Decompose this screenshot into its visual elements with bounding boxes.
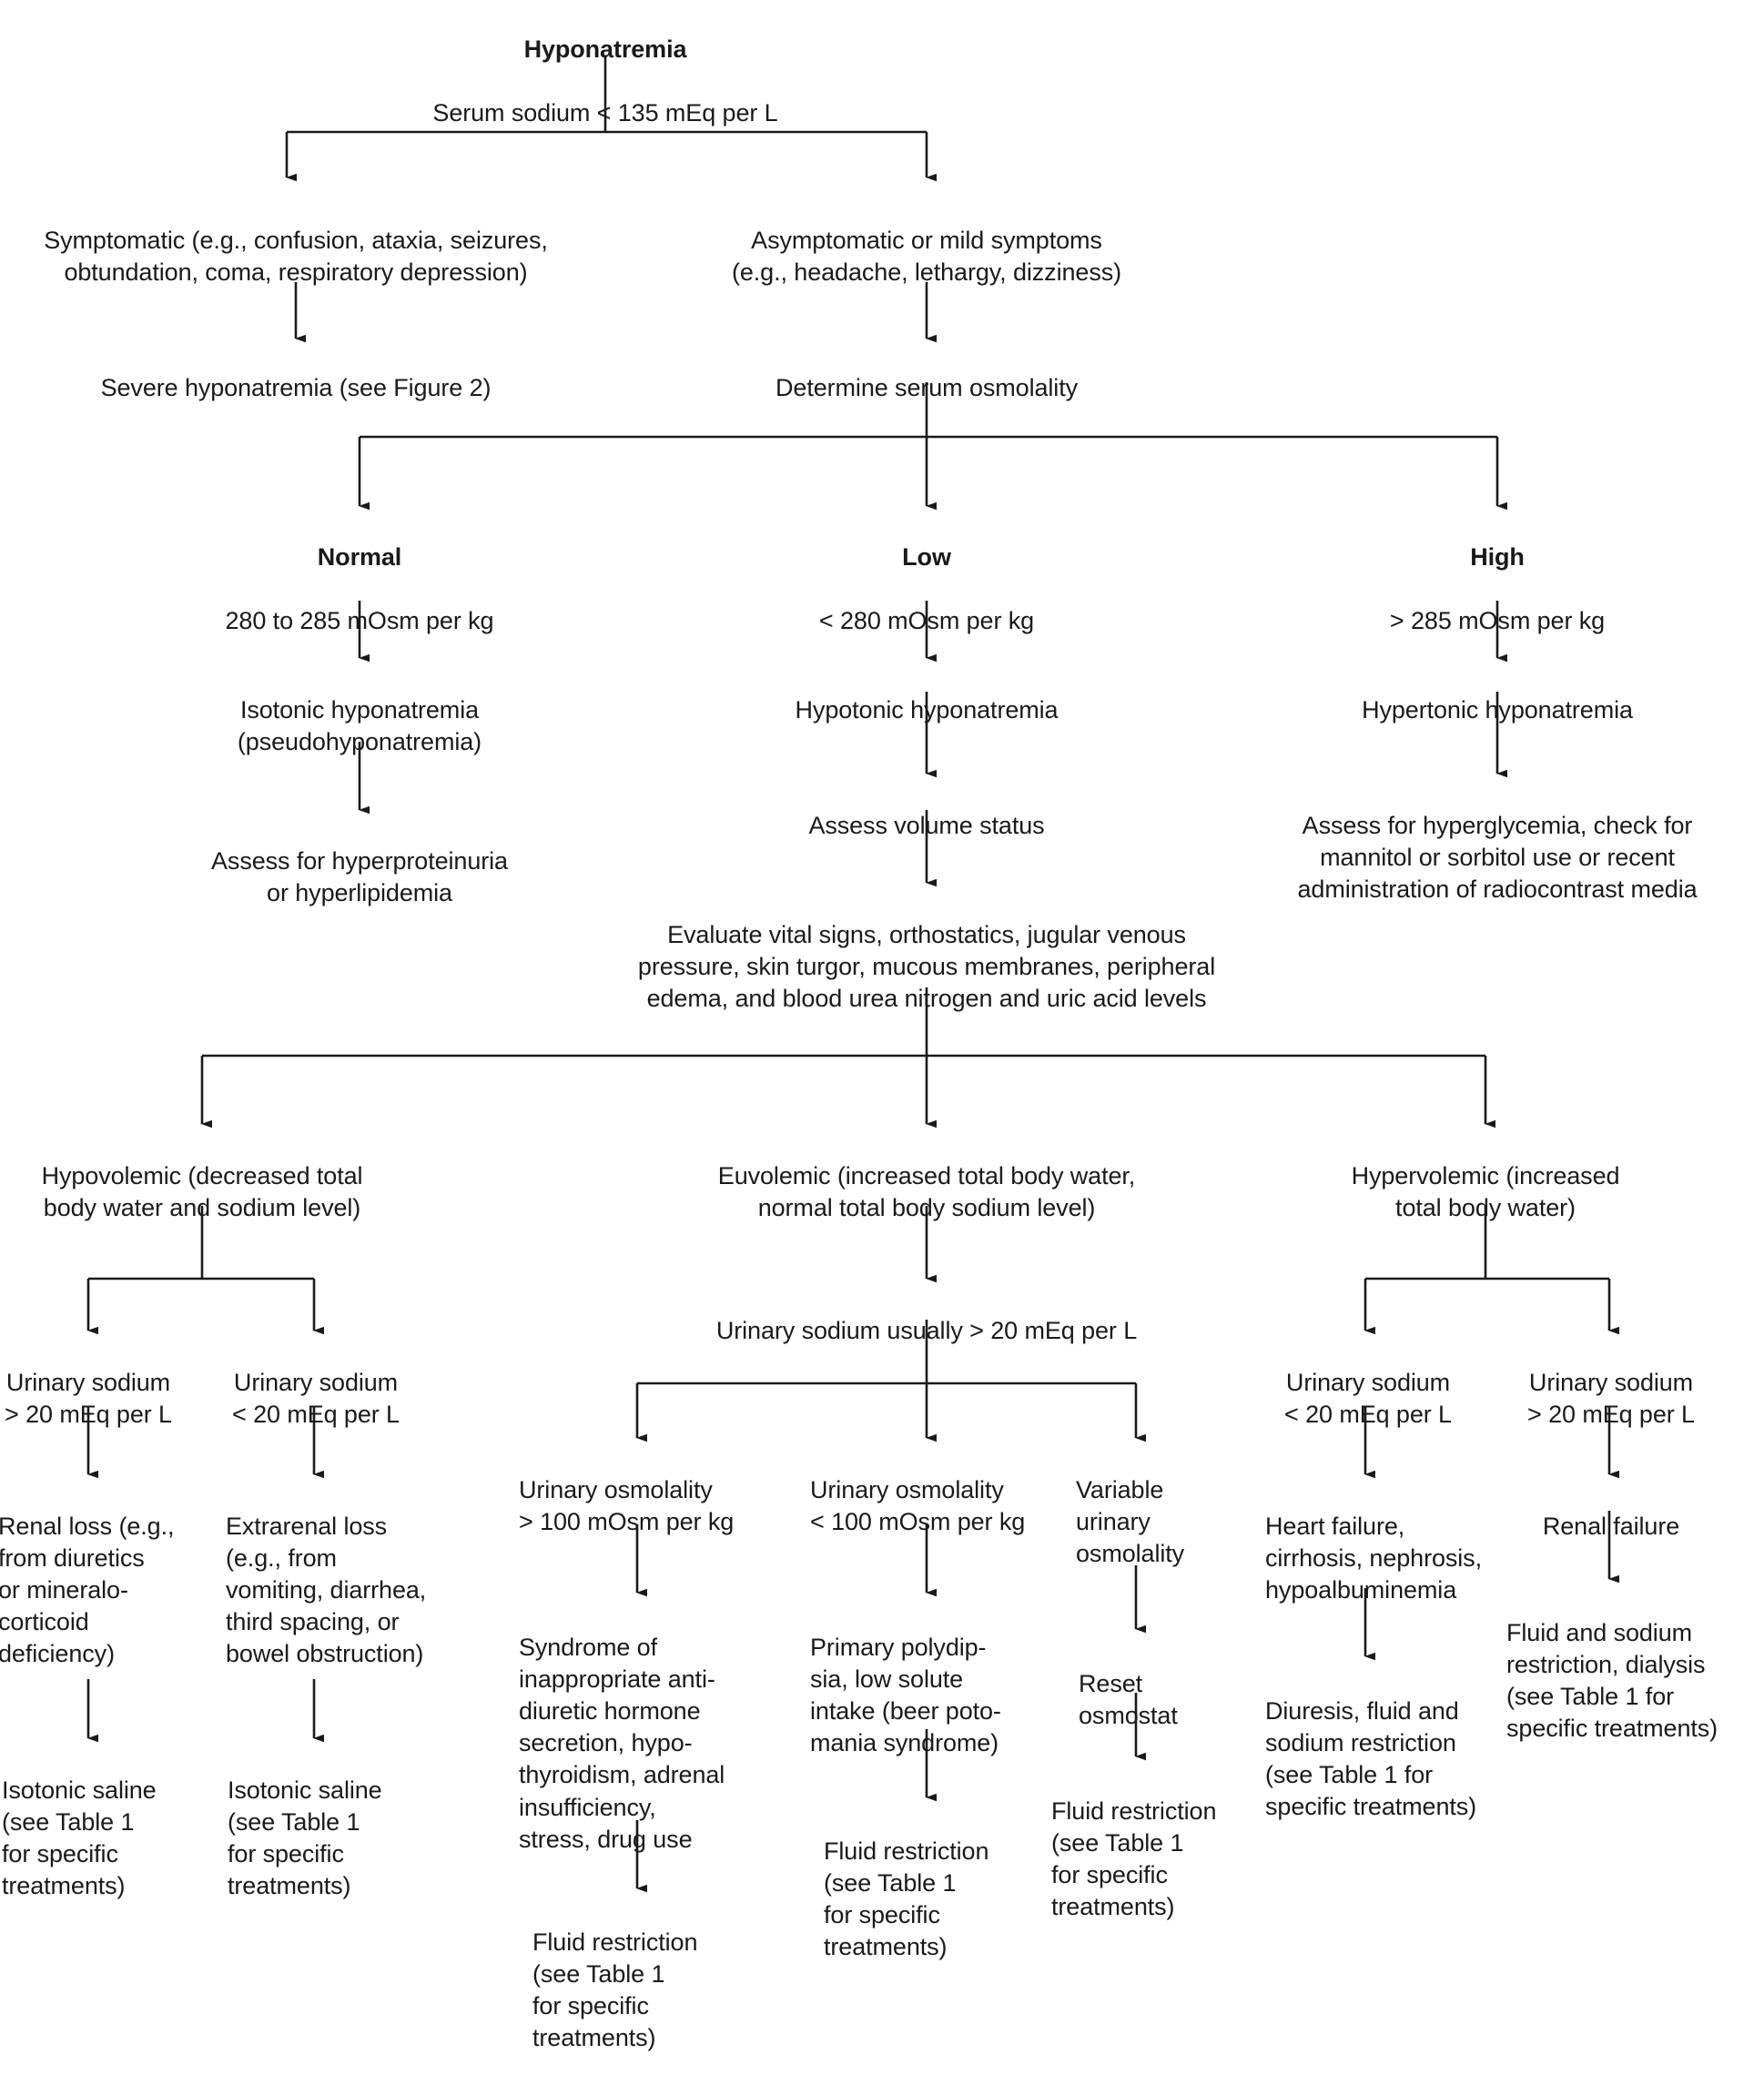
node-fluid-sodium-dialysis-body: Fluid and sodium restriction, dialysis (… <box>1506 1619 1718 1743</box>
node-isotonic-saline-right: Isotonic saline (see Table 1 for specifi… <box>228 1743 437 1935</box>
node-fluid-restriction-osmostat: Fluid restriction (see Table 1 for speci… <box>1051 1764 1288 1956</box>
node-heart-failure-cirrhosis: Heart failure, cirrhosis, nephrosis, hyp… <box>1265 1479 1529 1638</box>
node-osmolality-normal-heading: Normal <box>317 543 402 572</box>
node-osmolality-high: High > 285 mOsm per kg <box>1270 510 1725 669</box>
node-hypotonic-hyponatremia: Hypotonic hyponatremia <box>699 663 1154 758</box>
node-urinary-osmolality-variable-body: Variable urinary osmolality <box>1076 1476 1185 1568</box>
node-isotonic-saline-left: Isotonic saline (see Table 1 for specifi… <box>2 1743 211 1935</box>
node-osmolality-normal: Normal 280 to 285 mOsm per kg <box>132 510 587 669</box>
node-renal-failure: Renal failure <box>1511 1479 1711 1574</box>
node-extrarenal-loss-body: Extrarenal loss (e.g., from vomiting, di… <box>226 1513 427 1668</box>
node-euvolemic: Euvolemic (increased total body water, n… <box>654 1129 1200 1256</box>
node-osmolality-high-body: > 285 mOsm per kg <box>1389 607 1606 635</box>
node-symptomatic: Symptomatic (e.g., confusion, ataxia, se… <box>9 193 583 320</box>
node-urinary-osmolality-low-body: Urinary osmolality < 100 mOsm per kg <box>810 1476 1026 1536</box>
node-primary-polydipsia: Primary polydip- sia, low solute intake … <box>810 1600 1074 1792</box>
node-hypovolemic-body: Hypovolemic (decreased total body water … <box>41 1162 363 1222</box>
node-siadh-body: Syndrome of inappropriate anti- diuretic… <box>519 1634 725 1853</box>
node-severe-hyponatremia: Severe hyponatremia (see Figure 2) <box>50 340 542 436</box>
node-assess-volume-status: Assess volume status <box>699 778 1154 874</box>
node-reset-osmostat: Reset osmostat <box>1079 1636 1261 1764</box>
node-assess-volume-status-body: Assess volume status <box>808 812 1045 840</box>
node-hypertonic-hyponatremia: Hypertonic hyponatremia <box>1270 663 1725 758</box>
node-hypovolemic: Hypovolemic (decreased total body water … <box>2 1129 402 1256</box>
node-severe-hyponatremia-body: Severe hyponatremia (see Figure 2) <box>100 374 492 402</box>
node-isotonic-saline-left-body: Isotonic saline (see Table 1 for specifi… <box>2 1776 157 1900</box>
node-osmolality-low-body: < 280 mOsm per kg <box>818 607 1035 635</box>
node-hypovolemic-urinary-sodium-high: Urinary sodium > 20 mEq per L <box>0 1335 202 1463</box>
node-osmolality-low-heading: Low <box>902 543 951 572</box>
node-fluid-restriction-siadh-body: Fluid restriction (see Table 1 for speci… <box>532 1928 698 2052</box>
node-urinary-osmolality-low: Urinary osmolality < 100 mOsm per kg <box>810 1442 1056 1570</box>
node-osmolality-low: Low < 280 mOsm per kg <box>699 510 1154 669</box>
node-fluid-restriction-polydipsia-body: Fluid restriction (see Table 1 for speci… <box>824 1837 989 1961</box>
node-hypovolemic-urinary-sodium-high-body: Urinary sodium > 20 mEq per L <box>5 1369 172 1429</box>
node-asymptomatic: Asymptomatic or mild symptoms (e.g., hea… <box>672 193 1181 320</box>
node-isotonic-hyponatremia-body: Isotonic hyponatremia (pseudohyponatremi… <box>237 696 482 756</box>
node-urinary-osmolality-high-body: Urinary osmolality > 100 mOsm per kg <box>519 1476 735 1536</box>
node-diuresis-sodium-restriction: Diuresis, fluid and sodium restriction (… <box>1265 1664 1529 1856</box>
node-evaluate-vital-signs-body: Evaluate vital signs, orthostatics, jugu… <box>637 921 1216 1013</box>
node-determine-osmolality: Determine serum osmolality <box>699 340 1154 436</box>
node-hypertonic-hyponatremia-body: Hypertonic hyponatremia <box>1362 696 1633 724</box>
node-diuresis-sodium-restriction-body: Diuresis, fluid and sodium restriction (… <box>1265 1697 1477 1821</box>
node-determine-osmolality-body: Determine serum osmolality <box>776 374 1078 402</box>
node-osmolality-normal-body: 280 to 285 mOsm per kg <box>225 607 494 635</box>
node-hypervolemic: Hypervolemic (increased total body water… <box>1322 1129 1649 1256</box>
node-assess-hyperglycemia-body: Assess for hyperglycemia, check for mann… <box>1297 812 1698 904</box>
node-assess-hyperglycemia: Assess for hyperglycemia, check for mann… <box>1233 778 1761 937</box>
node-root-heading: Hyponatremia <box>523 35 687 64</box>
node-symptomatic-body: Symptomatic (e.g., confusion, ataxia, se… <box>44 227 548 287</box>
node-hypervolemic-urinary-sodium-low: Urinary sodium < 20 mEq per L <box>1254 1335 1482 1463</box>
node-isotonic-saline-right-body: Isotonic saline (see Table 1 for specifi… <box>228 1776 382 1900</box>
node-fluid-restriction-osmostat-body: Fluid restriction (see Table 1 for speci… <box>1051 1797 1217 1921</box>
node-siadh: Syndrome of inappropriate anti- diuretic… <box>519 1600 792 1888</box>
node-renal-loss: Renal loss (e.g., from diuretics or mine… <box>0 1479 208 1703</box>
node-euvolemic-urinary-sodium-body: Urinary sodium usually > 20 mEq per L <box>715 1317 1138 1345</box>
node-urinary-osmolality-high: Urinary osmolality > 100 mOsm per kg <box>519 1442 765 1570</box>
node-heart-failure-cirrhosis-body: Heart failure, cirrhosis, nephrosis, hyp… <box>1265 1513 1482 1604</box>
node-hypervolemic-urinary-sodium-low-body: Urinary sodium < 20 mEq per L <box>1284 1369 1452 1429</box>
node-euvolemic-body: Euvolemic (increased total body water, n… <box>717 1162 1136 1222</box>
node-hypotonic-hyponatremia-body: Hypotonic hyponatremia <box>795 696 1059 724</box>
node-hypervolemic-body: Hypervolemic (increased total body water… <box>1351 1162 1620 1222</box>
node-hypervolemic-urinary-sodium-high-body: Urinary sodium > 20 mEq per L <box>1527 1369 1695 1429</box>
node-isotonic-hyponatremia: Isotonic hyponatremia (pseudohyponatremi… <box>132 663 587 790</box>
node-asymptomatic-body: Asymptomatic or mild symptoms (e.g., hea… <box>731 227 1122 287</box>
node-fluid-sodium-dialysis: Fluid and sodium restriction, dialysis (… <box>1506 1585 1764 1777</box>
node-reset-osmostat-body: Reset osmostat <box>1079 1670 1178 1730</box>
node-primary-polydipsia-body: Primary polydip- sia, low solute intake … <box>810 1634 1001 1757</box>
node-renal-failure-body: Renal failure <box>1542 1513 1680 1541</box>
node-root: Hyponatremia Serum sodium < 135 mEq per … <box>332 2 878 161</box>
node-euvolemic-urinary-sodium: Urinary sodium usually > 20 mEq per L <box>654 1283 1200 1379</box>
node-extrarenal-loss: Extrarenal loss (e.g., from vomiting, di… <box>226 1479 471 1703</box>
node-renal-loss-body: Renal loss (e.g., from diuretics or mine… <box>0 1513 175 1668</box>
node-osmolality-high-heading: High <box>1470 543 1525 572</box>
node-root-body: Serum sodium < 135 mEq per L <box>432 99 778 127</box>
node-urinary-osmolality-variable: Variable urinary osmolality <box>1076 1442 1258 1602</box>
node-hypovolemic-urinary-sodium-low: Urinary sodium < 20 mEq per L <box>202 1335 430 1463</box>
node-assess-hyperproteinuria: Assess for hyperproteinuria or hyperlipi… <box>132 814 587 941</box>
node-hypervolemic-urinary-sodium-high: Urinary sodium > 20 mEq per L <box>1497 1335 1725 1463</box>
node-fluid-restriction-polydipsia: Fluid restriction (see Table 1 for speci… <box>824 1804 1060 1996</box>
node-evaluate-vital-signs: Evaluate vital signs, orthostatics, jugu… <box>590 887 1263 1047</box>
node-hypovolemic-urinary-sodium-low-body: Urinary sodium < 20 mEq per L <box>232 1369 400 1429</box>
node-assess-hyperproteinuria-body: Assess for hyperproteinuria or hyperlipi… <box>211 847 508 907</box>
node-fluid-restriction-siadh: Fluid restriction (see Table 1 for speci… <box>532 1895 769 2085</box>
